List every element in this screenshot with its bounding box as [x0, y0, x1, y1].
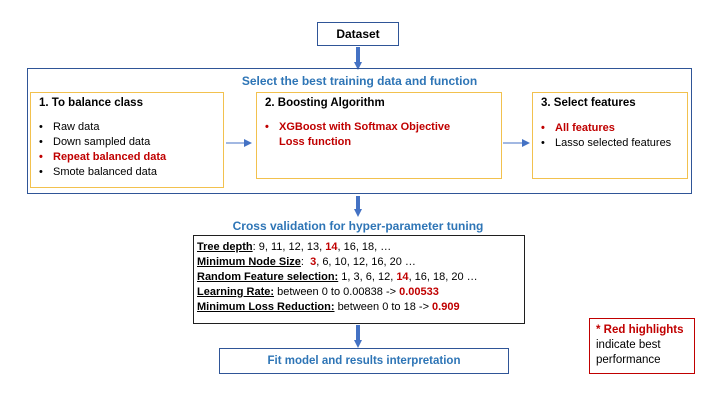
- boosting-list: XGBoost with Softmax Objective Loss func…: [257, 120, 457, 150]
- fit-model-label: Fit model and results interpretation: [267, 355, 461, 367]
- dataset-label: Dataset: [336, 27, 380, 41]
- balance-class-list: Raw data Down sampled data Repeat balanc…: [31, 120, 166, 180]
- param-min-loss-reduction: Minimum Loss Reduction: between 0 to 18 …: [197, 301, 460, 313]
- param-learning-rate: Learning Rate: between 0 to 0.00838 -> 0…: [197, 286, 439, 298]
- param-best-value: 0.909: [432, 301, 460, 313]
- param-random-feature: Random Feature selection: 1, 3, 6, 12, 1…: [197, 271, 478, 283]
- list-item: Smote balanced data: [31, 165, 166, 180]
- legend-note-text: indicate best performance: [596, 339, 661, 366]
- list-item-best: XGBoost with Softmax Objective Loss func…: [257, 120, 457, 150]
- dataset-box: Dataset: [317, 22, 399, 46]
- param-min-node-size: Minimum Node Size: 3, 6, 10, 12, 16, 20 …: [197, 256, 416, 268]
- features-list: All features Lasso selected features: [533, 121, 671, 151]
- param-key: Minimum Node Size: [197, 256, 301, 268]
- boosting-box: 2. Boosting Algorithm XGBoost with Softm…: [256, 92, 502, 179]
- boosting-title: 2. Boosting Algorithm: [265, 97, 385, 109]
- selection-title: Select the best training data and functi…: [241, 74, 478, 88]
- param-best-value: 3: [310, 256, 317, 268]
- param-key: Random Feature selection:: [197, 271, 339, 283]
- param-best-value: 0.00533: [399, 286, 439, 298]
- selection-box: Select the best training data and functi…: [27, 68, 692, 194]
- features-title: 3. Select features: [541, 97, 636, 109]
- balance-class-title: 1. To balance class: [39, 97, 143, 109]
- features-box: 3. Select features All features Lasso se…: [532, 92, 688, 179]
- param-key: Learning Rate:: [197, 286, 275, 298]
- legend-note-box: * Red highlights indicate best performan…: [589, 318, 695, 374]
- param-tree-depth: Tree depth: 9, 11, 12, 13, 14, 16, 18, …: [197, 241, 392, 253]
- param-key: Minimum Loss Reduction:: [197, 301, 335, 313]
- param-best-value: 14: [396, 271, 409, 283]
- list-item-best: All features: [533, 121, 671, 136]
- param-best-value: 14: [325, 241, 338, 253]
- list-item: Down sampled data: [31, 135, 166, 150]
- cv-params-box: Tree depth: 9, 11, 12, 13, 14, 16, 18, ……: [193, 235, 525, 324]
- fit-model-box: Fit model and results interpretation: [219, 348, 509, 374]
- param-key: Tree depth: [197, 241, 253, 253]
- cv-title: Cross validation for hyper-parameter tun…: [232, 219, 484, 233]
- balance-class-box: 1. To balance class Raw data Down sample…: [30, 92, 224, 188]
- list-item: Raw data: [31, 120, 166, 135]
- list-item: Lasso selected features: [533, 136, 671, 151]
- list-item-best: Repeat balanced data: [31, 150, 166, 165]
- legend-note-highlight: * Red highlights: [596, 324, 684, 336]
